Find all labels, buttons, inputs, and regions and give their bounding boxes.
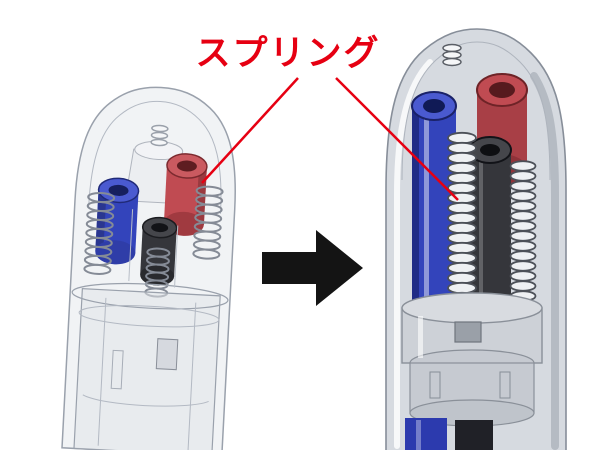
spring-coil-right-top xyxy=(442,43,462,67)
left-pen xyxy=(61,86,236,450)
left-inner-dome-line xyxy=(88,100,222,214)
ink-tube-black-right xyxy=(468,136,512,308)
spring-coil-left-top xyxy=(150,124,169,147)
right-inner-dome-line xyxy=(401,41,551,181)
right-lower-tubes xyxy=(405,418,493,450)
spring-label: スプリング xyxy=(195,34,381,73)
right-shell-highlight xyxy=(394,59,433,449)
right-pen xyxy=(385,28,567,450)
left-lower-body xyxy=(71,209,229,450)
leader-line-left xyxy=(201,77,299,184)
right-holder xyxy=(401,292,543,427)
leader-line-right xyxy=(335,77,459,201)
arrow-right-icon xyxy=(262,230,363,306)
right-shell-shade xyxy=(530,72,559,450)
ink-tube-blue-left xyxy=(95,177,140,265)
